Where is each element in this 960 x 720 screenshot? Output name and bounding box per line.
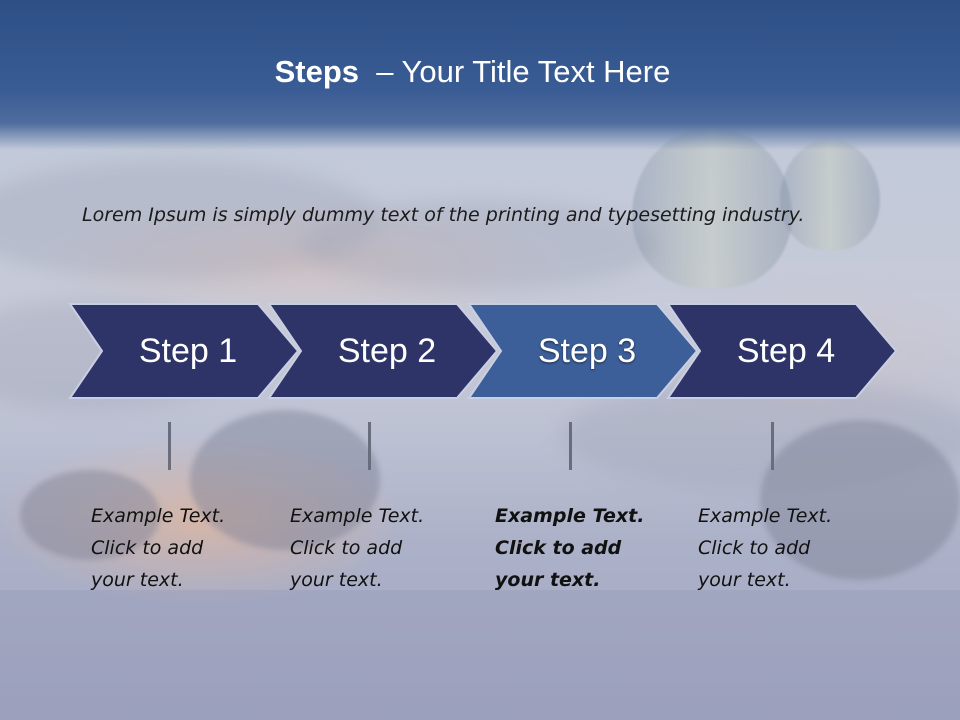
step-4-description-line: Example Text.	[698, 505, 833, 527]
step-1-description-line: your text.	[91, 569, 184, 591]
step-2-description-line: Click to add	[290, 537, 403, 559]
step-2-description[interactable]: Example Text. Click to add your text.	[290, 500, 460, 596]
step-1-description[interactable]: Example Text. Click to add your text.	[91, 500, 261, 596]
step-4-description-line: Click to add	[698, 537, 811, 559]
chevron-arrow-shape	[68, 303, 300, 399]
slide-title[interactable]: Steps – Your Title Text Here	[0, 54, 945, 90]
chevron-arrow-shape	[267, 303, 499, 399]
step-2-chevron[interactable]: Step 2	[267, 303, 499, 399]
step-2-description-line: your text.	[290, 569, 383, 591]
step-3-description-line: your text.	[495, 569, 601, 591]
step-1-chevron[interactable]: Step 1	[68, 303, 300, 399]
intro-text[interactable]: Lorem Ipsum is simply dummy text of the …	[82, 204, 805, 226]
step-1-label: Step 1	[138, 332, 238, 370]
step-3-chevron[interactable]: Step 3	[467, 303, 699, 399]
balloon-shape	[632, 128, 792, 288]
balloon-shape	[780, 140, 880, 250]
step-3-connector-line	[569, 422, 572, 470]
step-4-label: Step 4	[736, 332, 836, 370]
step-3-description-line: Click to add	[495, 537, 622, 559]
step-4-connector-line	[771, 422, 774, 470]
step-2-connector-line	[368, 422, 371, 470]
step-4-description[interactable]: Example Text. Click to add your text.	[698, 500, 868, 596]
step-3-description[interactable]: Example Text. Click to add your text.	[495, 500, 665, 596]
step-1-description-line: Example Text.	[91, 505, 226, 527]
title-band	[0, 0, 960, 150]
title-bold: Steps	[274, 54, 360, 89]
step-3-label: Step 3	[537, 332, 637, 370]
step-1-connector-line	[168, 422, 171, 470]
step-1-description-line: Click to add	[91, 537, 204, 559]
step-3-description-line: Example Text.	[495, 505, 645, 527]
step-2-description-line: Example Text.	[290, 505, 425, 527]
title-text: – Your Title Text Here	[359, 54, 671, 89]
step-4-chevron[interactable]: Step 4	[666, 303, 898, 399]
chevron-arrow-shape	[666, 303, 898, 399]
step-4-description-line: your text.	[698, 569, 791, 591]
step-2-label: Step 2	[337, 332, 437, 370]
chevron-arrow-shape	[467, 303, 699, 399]
